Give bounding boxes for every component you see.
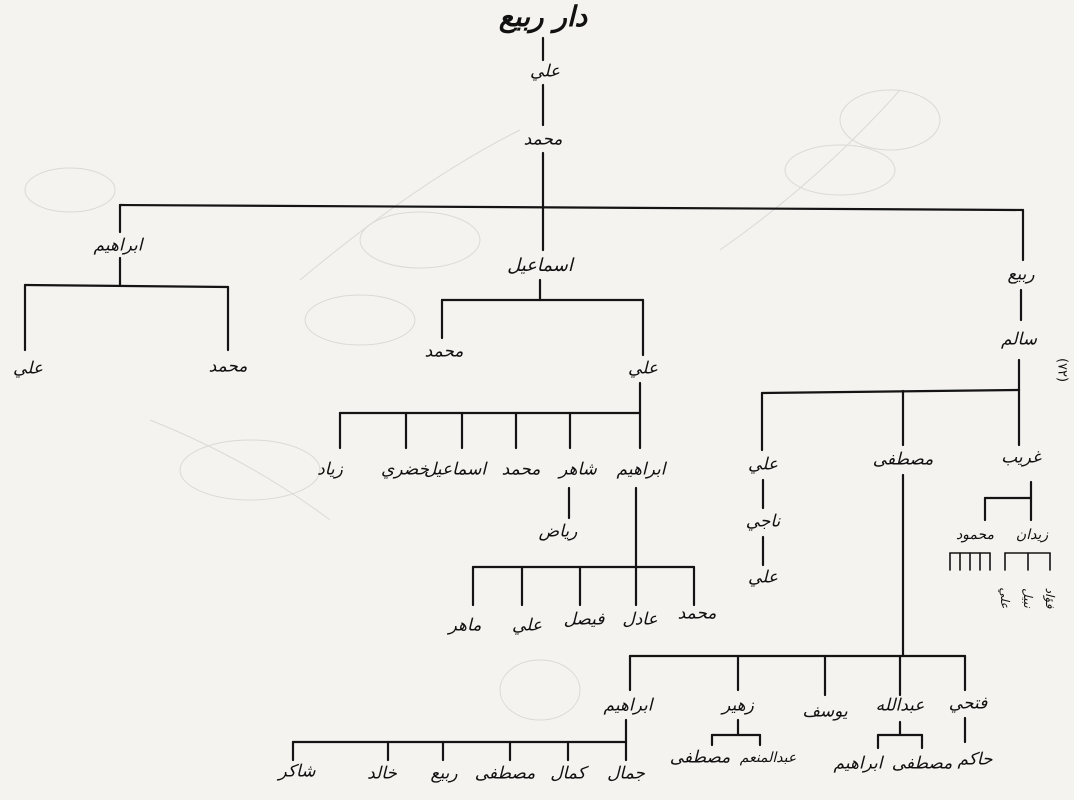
node-gh-sub1: علي [998,587,1012,609]
node-mohamed2: محمد [501,459,541,480]
node-fathi: فتحي [948,693,988,714]
node-shaher: شاهر [559,459,597,480]
node-ali-ib: علي [13,358,43,379]
node-mustafa2: مصطفى [474,763,536,784]
node-mohamed-ib: محمد [208,356,248,377]
node-ali-top: علي [530,61,560,82]
node-shaker: شاكر [278,761,316,782]
tree-title: دار ربيع [498,0,588,33]
node-ibrahim2: ابراهيم [616,459,666,480]
node-khidri: خضري [381,459,429,480]
node-ismail: اسماعيل [507,255,573,276]
node-mustafa-a: مصطفى [891,753,953,774]
node-mahmoud: محمود [955,527,995,543]
node-ibrahim-m: ابراهيم [603,695,653,716]
node-mohamed3: محمد [677,603,717,624]
node-ali-s: علي [748,454,778,475]
node-jamal: جمال [607,763,645,784]
node-ali-n: علي [748,567,778,588]
node-mohamed-top: محمد [523,129,563,150]
node-adel: عادل [622,609,658,630]
node-ali-is: علي [628,358,658,379]
node-gh-sub2: نبيل [1021,588,1035,608]
node-abdullah: عبدالله [875,695,925,716]
node-ismail2: اسماعيل [423,459,487,480]
node-youssef: يوسف [802,701,848,722]
node-ali3: علي [512,615,542,636]
node-zidan: زيدان [1015,527,1049,543]
node-mustafa-s: مصطفى [872,449,934,470]
node-naji: ناجي [745,511,781,532]
node-rabie: ربيع [1007,264,1035,285]
node-khaled: خالد [367,763,397,784]
node-ibrahim: ابراهيم [93,235,143,256]
node-zuhair: زهير [722,695,754,716]
page-number: (٧٢) [1054,357,1070,383]
node-gharib: غريب [1001,447,1041,468]
node-hakam: حاكم [957,749,993,770]
node-kamal: كمال [550,763,586,784]
node-faisal: فيصل [563,609,605,630]
node-gh-sub3: فؤاد [1043,587,1057,609]
node-ibrahim-a: ابراهيم [833,753,883,774]
node-ziad: زياد [317,459,343,480]
node-maher: ماهر [448,615,482,636]
node-mohamed-is: محمد [424,341,464,362]
node-riad: رياض [538,521,578,542]
node-rabie2: ربيع [430,763,458,784]
node-mustafa-z: مصطفى [669,747,731,768]
node-salem: سالم [1001,329,1037,350]
node-abdelmonem: عبدالمنعم [739,750,797,766]
